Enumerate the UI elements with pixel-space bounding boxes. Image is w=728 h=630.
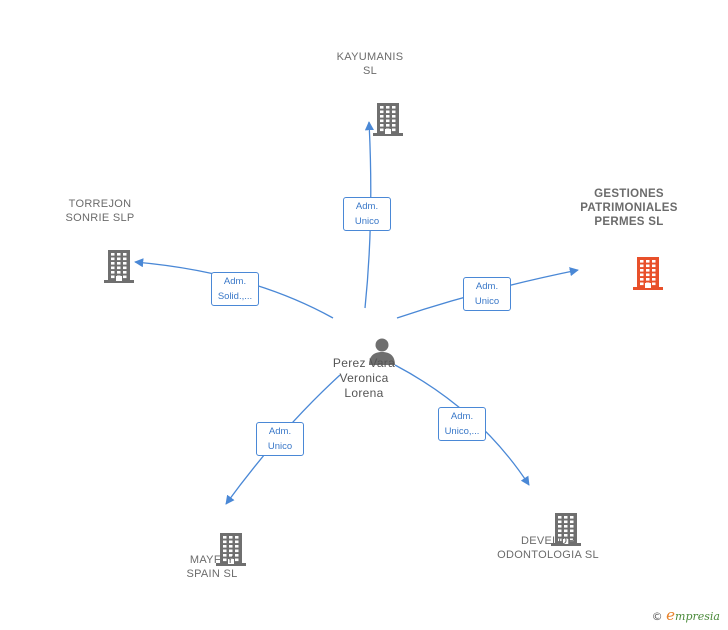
role-label-mayfly[interactable]: Adm. Unico <box>256 422 304 456</box>
company-name[interactable]: GESTIONES PATRIMONIALES PERMES SL <box>580 188 678 228</box>
company-name[interactable]: KAYUMANIS SL <box>336 51 404 77</box>
company-name[interactable]: MAYFLY SPAIN SL <box>186 554 238 580</box>
role-label-gestiones[interactable]: Adm. Unico <box>463 277 511 311</box>
empresia-watermark[interactable]: © empresia <box>652 606 720 624</box>
company-name[interactable]: TORREJON SONRIE SLP <box>65 198 135 224</box>
role-label-develop[interactable]: Adm. Unico,... <box>438 407 486 441</box>
company-name[interactable]: DEVELOP ODONTOLOGIA SL <box>497 535 599 561</box>
role-label-kayumanis[interactable]: Adm. Unico <box>343 197 391 231</box>
role-label-torrejon[interactable]: Adm. Solid.,... <box>211 272 259 306</box>
copyright-symbol: © <box>651 610 663 623</box>
brand-logo: empresia <box>666 606 720 624</box>
center-person-name[interactable]: Perez Vara Veronica Lorena <box>332 356 396 400</box>
